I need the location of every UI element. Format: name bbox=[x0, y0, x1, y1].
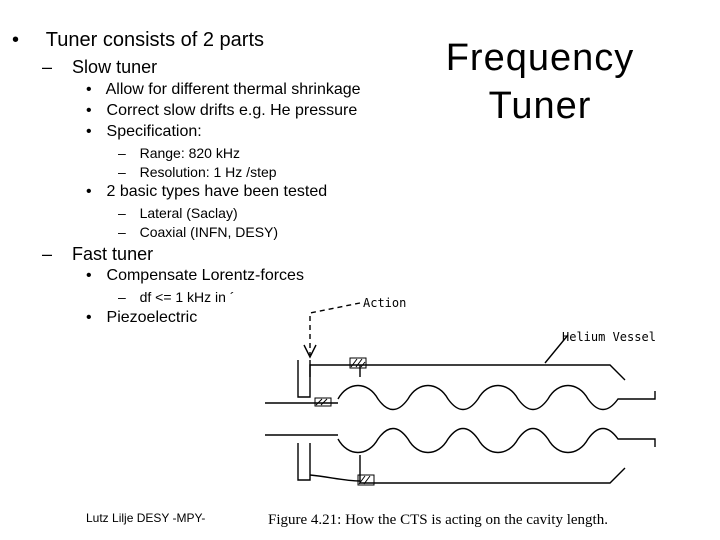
lever-bottom bbox=[309, 474, 361, 482]
fast-sub: – df <= 1 kHz in ´ bbox=[118, 289, 235, 305]
bullet-glyph: • bbox=[12, 29, 20, 51]
type-lateral: – Lateral (Saclay) bbox=[118, 205, 238, 221]
slide-title-line1: Frequency bbox=[445, 37, 635, 79]
bullet-glyph: • bbox=[86, 309, 92, 326]
footer-author: Lutz Lilje DESY -MPY- bbox=[86, 511, 206, 525]
dash-glyph: – bbox=[118, 224, 126, 240]
helium-vessel-label: Helium Vessel bbox=[562, 330, 656, 344]
helium-vessel-outline bbox=[309, 364, 626, 484]
bullet-glyph: • bbox=[86, 81, 92, 98]
spec-resolution-text: Resolution: 1 Hz /step bbox=[139, 164, 277, 180]
spec-range: – Range: 820 kHz bbox=[118, 145, 240, 161]
bullet-glyph: • bbox=[86, 183, 92, 200]
dash-glyph: – bbox=[118, 289, 126, 305]
fast-item-1: • Compensate Lorentz-forces bbox=[86, 267, 304, 285]
cavity-figure: Action Helium Vessel bbox=[265, 296, 656, 486]
fast-sub-text: df <= 1 kHz in ´ bbox=[139, 289, 235, 305]
slide-title-line2: Tuner bbox=[488, 85, 592, 127]
dash-glyph: – bbox=[42, 57, 53, 77]
cavity-cells-top bbox=[337, 384, 656, 411]
dash-glyph: – bbox=[118, 145, 126, 161]
slow-tuner-heading: – Slow tuner bbox=[42, 57, 157, 78]
action-label: Action bbox=[363, 296, 406, 310]
slow-item-3-text: Specification: bbox=[106, 123, 202, 140]
slow-item-2-text: Correct slow drifts e.g. He pressure bbox=[106, 102, 358, 119]
fast-tuner-heading-text: Fast tuner bbox=[72, 244, 154, 264]
dash-glyph: – bbox=[118, 205, 126, 221]
dash-glyph: – bbox=[118, 164, 126, 180]
figure-caption: Figure 4.21: How the CTS is acting on th… bbox=[268, 512, 608, 528]
fast-item-2-text: Piezoelectric bbox=[106, 309, 198, 326]
bullet-glyph: • bbox=[86, 267, 92, 284]
bullet-glyph: • bbox=[86, 102, 92, 119]
slide-title: Frequency Tuner bbox=[420, 34, 660, 130]
bullet-main-text: Tuner consists of 2 parts bbox=[45, 29, 265, 51]
fast-tuner-heading: – Fast tuner bbox=[42, 244, 153, 265]
action-arrow bbox=[309, 302, 361, 355]
bullet-main: • Tuner consists of 2 parts bbox=[12, 29, 264, 52]
slow-item-3: • Specification: bbox=[86, 123, 202, 141]
cavity-cells-bottom bbox=[337, 427, 656, 454]
helium-vessel-leader bbox=[544, 334, 569, 364]
slow-item-1: • Allow for different thermal shrinkage bbox=[86, 81, 361, 99]
dash-glyph: – bbox=[42, 244, 53, 264]
slow-item-2: • Correct slow drifts e.g. He pressure bbox=[86, 102, 357, 120]
type-coaxial: – Coaxial (INFN, DESY) bbox=[118, 224, 278, 240]
tuner-lever bbox=[297, 360, 311, 481]
fast-item-2: • Piezoelectric bbox=[86, 309, 197, 327]
types-heading-text: 2 basic types have been tested bbox=[106, 183, 328, 200]
type-lateral-text: Lateral (Saclay) bbox=[139, 205, 238, 221]
slow-tuner-heading-text: Slow tuner bbox=[72, 57, 158, 77]
types-heading: • 2 basic types have been tested bbox=[86, 183, 327, 201]
spec-range-text: Range: 820 kHz bbox=[139, 145, 240, 161]
slow-item-1-text: Allow for different thermal shrinkage bbox=[105, 81, 361, 98]
fast-item-1-text: Compensate Lorentz-forces bbox=[106, 267, 304, 284]
bullet-glyph: • bbox=[86, 123, 92, 140]
spec-resolution: – Resolution: 1 Hz /step bbox=[118, 164, 277, 180]
type-coaxial-text: Coaxial (INFN, DESY) bbox=[139, 224, 279, 240]
